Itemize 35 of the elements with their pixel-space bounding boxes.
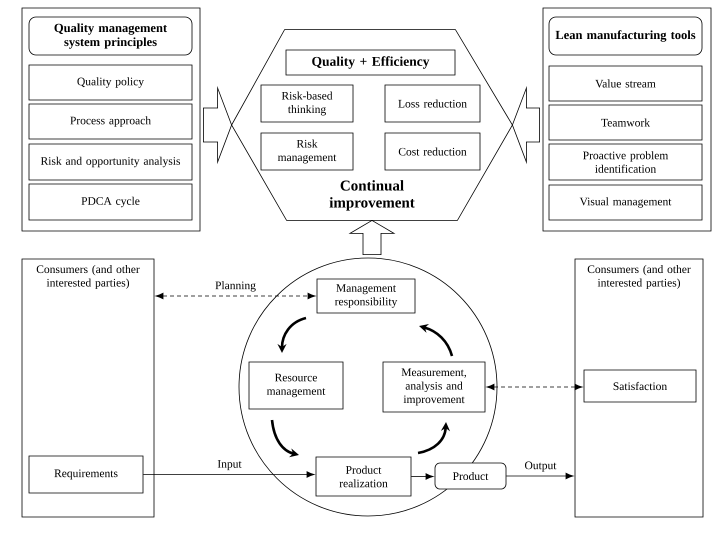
heading-box: Lean manufacturing tools	[548, 16, 702, 56]
process-box: Requirements	[28, 456, 144, 494]
edge-label: Planning	[214, 280, 257, 293]
panel-box	[542, 8, 712, 232]
arrow	[143, 471, 314, 478]
heading-box: Quality + Efficiency	[286, 50, 456, 76]
process-box: Risk-based thinking	[260, 84, 354, 122]
process-box: Management responsibility	[316, 278, 416, 314]
edge-label: Output	[524, 460, 558, 473]
process-box: PDCA cycle	[28, 184, 192, 220]
edge-label: Input	[216, 459, 243, 472]
arrow	[411, 473, 434, 480]
dashed-arrow	[486, 384, 582, 390]
process-box: Quality policy	[28, 64, 192, 100]
block-arrow	[348, 220, 396, 255]
process-box: Product realization	[316, 456, 412, 496]
process-box: Loss reduction	[384, 84, 480, 122]
product-box: Product	[434, 462, 506, 490]
process-box: Proactive problem identification	[548, 144, 702, 180]
panel-box	[22, 8, 200, 232]
process-box: Risk and opportunity analysis	[28, 144, 192, 180]
process-box: Measurement, analysis and improvement	[382, 362, 486, 412]
process-box: Visual management	[548, 184, 702, 220]
process-box: Process approach	[28, 104, 192, 140]
process-box: Cost reduction	[384, 132, 480, 170]
block-arrow	[512, 86, 540, 164]
process-box: Teamwork	[548, 104, 702, 140]
process-box: Value stream	[548, 66, 702, 102]
dashed-arrow	[156, 292, 316, 300]
block-arrow	[203, 86, 232, 164]
process-box: Resource management	[248, 362, 344, 410]
process-box: Satisfaction	[584, 370, 696, 402]
process-box: Risk management	[260, 132, 354, 170]
heading-box: Quality management system principles	[28, 16, 192, 56]
arrow	[506, 472, 574, 480]
